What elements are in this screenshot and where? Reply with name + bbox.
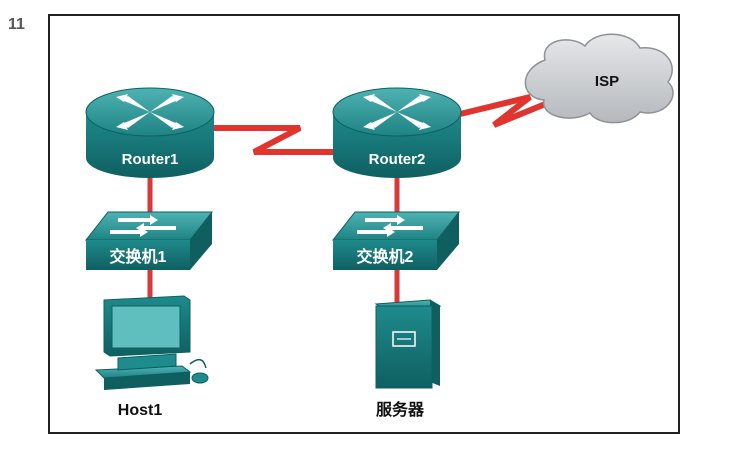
computer-icon bbox=[94, 295, 209, 390]
switch1-label: 交换机1 bbox=[110, 247, 167, 266]
server-label: 服务器 bbox=[376, 400, 425, 419]
router1: Router1 bbox=[85, 87, 215, 178]
switch-arrows-icon bbox=[357, 215, 423, 237]
switch1: 交换机1 bbox=[84, 211, 214, 270]
ethernet-links bbox=[147, 172, 400, 302]
router2-label: Router2 bbox=[369, 151, 426, 168]
host1-label: Host1 bbox=[118, 402, 163, 419]
server-icon bbox=[374, 299, 442, 389]
link-router2-isp bbox=[451, 94, 562, 128]
router-arrows-icon bbox=[116, 94, 184, 130]
switch2-side bbox=[437, 212, 459, 270]
switch2: 交换机2 bbox=[331, 211, 461, 270]
switch2-label: 交换机2 bbox=[357, 247, 414, 266]
cloud-icon bbox=[524, 33, 674, 124]
diagram-frame bbox=[48, 14, 680, 434]
isp-label: ISP bbox=[595, 73, 619, 90]
switch-arrows-icon bbox=[110, 215, 176, 237]
link-router1-router2 bbox=[212, 125, 336, 155]
router1-label: Router1 bbox=[122, 151, 179, 168]
host1: Host1 bbox=[94, 295, 209, 419]
isp-cloud: ISP bbox=[524, 33, 674, 124]
router2: Router2 bbox=[332, 87, 462, 178]
router-arrows-icon bbox=[363, 94, 431, 130]
switch1-side bbox=[190, 212, 212, 270]
server: 服务器 bbox=[374, 299, 442, 419]
switch1-front bbox=[86, 240, 190, 270]
switch2-front bbox=[333, 240, 437, 270]
serial-links bbox=[212, 94, 562, 155]
question-number: 11 bbox=[8, 16, 25, 33]
